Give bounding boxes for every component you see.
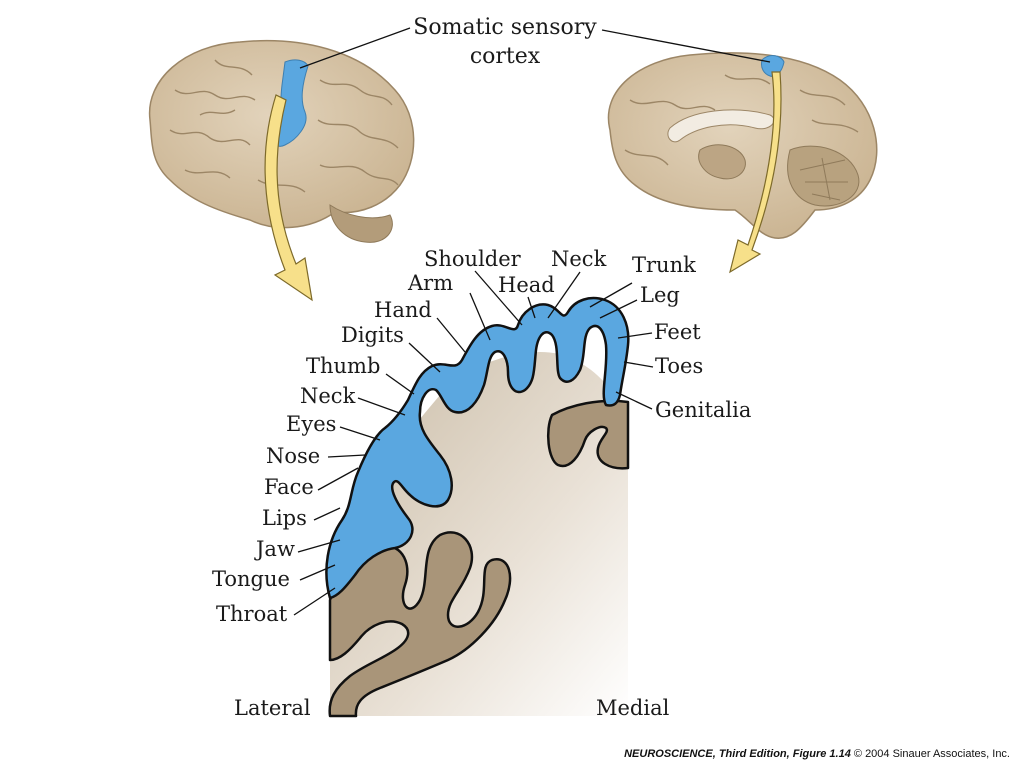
label-jaw: Jaw	[254, 537, 295, 561]
label-genitalia: Genitalia	[655, 398, 751, 422]
label-leg: Leg	[640, 283, 680, 307]
label-shoulder: Shoulder	[424, 247, 522, 271]
label-face: Face	[264, 475, 314, 499]
title-line-2: cortex	[470, 44, 541, 69]
label-hand: Hand	[374, 298, 432, 322]
coronal-section	[325, 296, 630, 718]
title-leader-lines	[299, 27, 771, 69]
label-lips: Lips	[262, 506, 307, 530]
label-medial: Medial	[596, 696, 670, 720]
label-arm: Arm	[407, 271, 453, 295]
label-feet: Feet	[654, 320, 701, 344]
title-line-1: Somatic sensory	[413, 15, 597, 40]
credit-copyright: © 2004 Sinauer Associates, Inc.	[853, 748, 1010, 760]
lower-gray-matter	[328, 531, 512, 718]
label-neck-top: Neck	[551, 247, 607, 271]
label-tongue: Tongue	[212, 567, 290, 591]
label-trunk: Trunk	[632, 253, 696, 277]
figure-credit: NEUROSCIENCE, Third Edition, Figure 1.14…	[624, 748, 1010, 760]
arrow-left	[264, 94, 313, 302]
label-head: Head	[498, 273, 555, 297]
label-digits: Digits	[341, 323, 404, 347]
somatosensory-strip	[325, 296, 630, 600]
medial-brain	[607, 52, 878, 239]
lateral-brain	[148, 39, 415, 243]
label-neck: Neck	[300, 384, 356, 408]
label-nose: Nose	[266, 444, 320, 468]
label-leader-lines	[293, 270, 654, 616]
credit-book: NEUROSCIENCE, Third Edition, Figure 1.14	[624, 748, 851, 760]
label-lateral: Lateral	[234, 696, 311, 720]
label-throat: Throat	[216, 602, 288, 626]
medial-gray-matter	[546, 399, 630, 470]
label-eyes: Eyes	[286, 412, 336, 436]
label-thumb: Thumb	[306, 354, 380, 378]
arrow-right	[729, 71, 782, 274]
label-toes: Toes	[655, 354, 703, 378]
